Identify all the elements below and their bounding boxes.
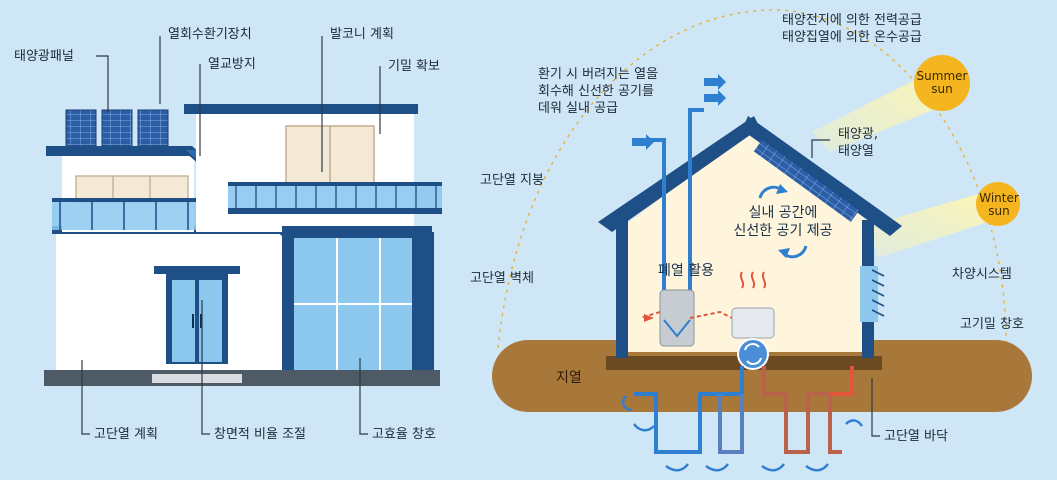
right-block-roof xyxy=(184,104,418,114)
label-heat-recovery: 열회수환기장치 xyxy=(168,27,252,42)
label-insulated-roof: 고단열 지붕 xyxy=(480,173,544,188)
left-wall xyxy=(616,220,628,358)
right-roof xyxy=(742,116,902,236)
heat-pump-unit xyxy=(731,307,775,339)
label-insulated-floor: 고단열 바닥 xyxy=(884,429,948,444)
swirl-arrows xyxy=(621,395,863,472)
left-house xyxy=(44,104,442,386)
right-balcony-glass xyxy=(228,184,442,210)
label-insulated-wall: 고단열 벽체 xyxy=(470,271,534,286)
label-fresh-air: 실내 공간에 신선한 공기 제공 xyxy=(733,205,833,239)
left-steps xyxy=(152,374,242,383)
door-canopy xyxy=(154,266,240,274)
right-leader-lines xyxy=(811,139,880,437)
label-winter-sun: Winter sun xyxy=(979,191,1019,218)
geothermal-loops xyxy=(634,366,854,454)
left-flat-roof xyxy=(46,146,192,156)
heat-exchanger xyxy=(659,289,695,347)
label-exhaust-heat-recovery: 환기 시 버려지는 열을 회수해 신선한 공기를 데워 실내 공급 xyxy=(538,67,659,116)
winter-sun-beam xyxy=(868,192,1000,258)
left-roof xyxy=(598,116,760,232)
label-thermal-bridge: 열교방지 xyxy=(208,57,256,72)
roof-solar-panel xyxy=(753,140,860,222)
label-solar-light-heat: 태양광, 태양열 xyxy=(838,127,879,159)
label-summer-sun: Summer sun xyxy=(916,69,968,96)
label-balcony-plan: 발코니 계획 xyxy=(330,27,394,42)
left-leader-lines xyxy=(81,36,381,435)
label-insulation-plan: 고단열 계획 xyxy=(94,427,158,442)
label-window-ratio: 창면적 비율 조절 xyxy=(214,427,306,442)
side-window xyxy=(860,266,878,322)
label-high-eff-windows: 고효율 창호 xyxy=(372,427,436,442)
exhaust-arrows xyxy=(632,74,726,150)
label-shading-system: 차양시스템 xyxy=(952,267,1012,282)
label-waste-heat: 폐열 활용 xyxy=(658,263,714,279)
label-geothermal: 지열 xyxy=(556,370,582,386)
label-solar-panel: 태양광패널 xyxy=(14,49,74,64)
summer-sun xyxy=(914,55,970,111)
label-airtightness: 기밀 확보 xyxy=(388,59,440,74)
upper-left-windows xyxy=(75,175,189,203)
label-solar-supply: 태양전지에 의한 전력공급 태양집열에 의한 온수공급 xyxy=(782,13,922,45)
right-house xyxy=(492,9,1032,472)
label-airtight-windows: 고기밀 창호 xyxy=(960,317,1024,332)
winter-sun xyxy=(976,182,1020,226)
solar-panels xyxy=(65,109,169,147)
